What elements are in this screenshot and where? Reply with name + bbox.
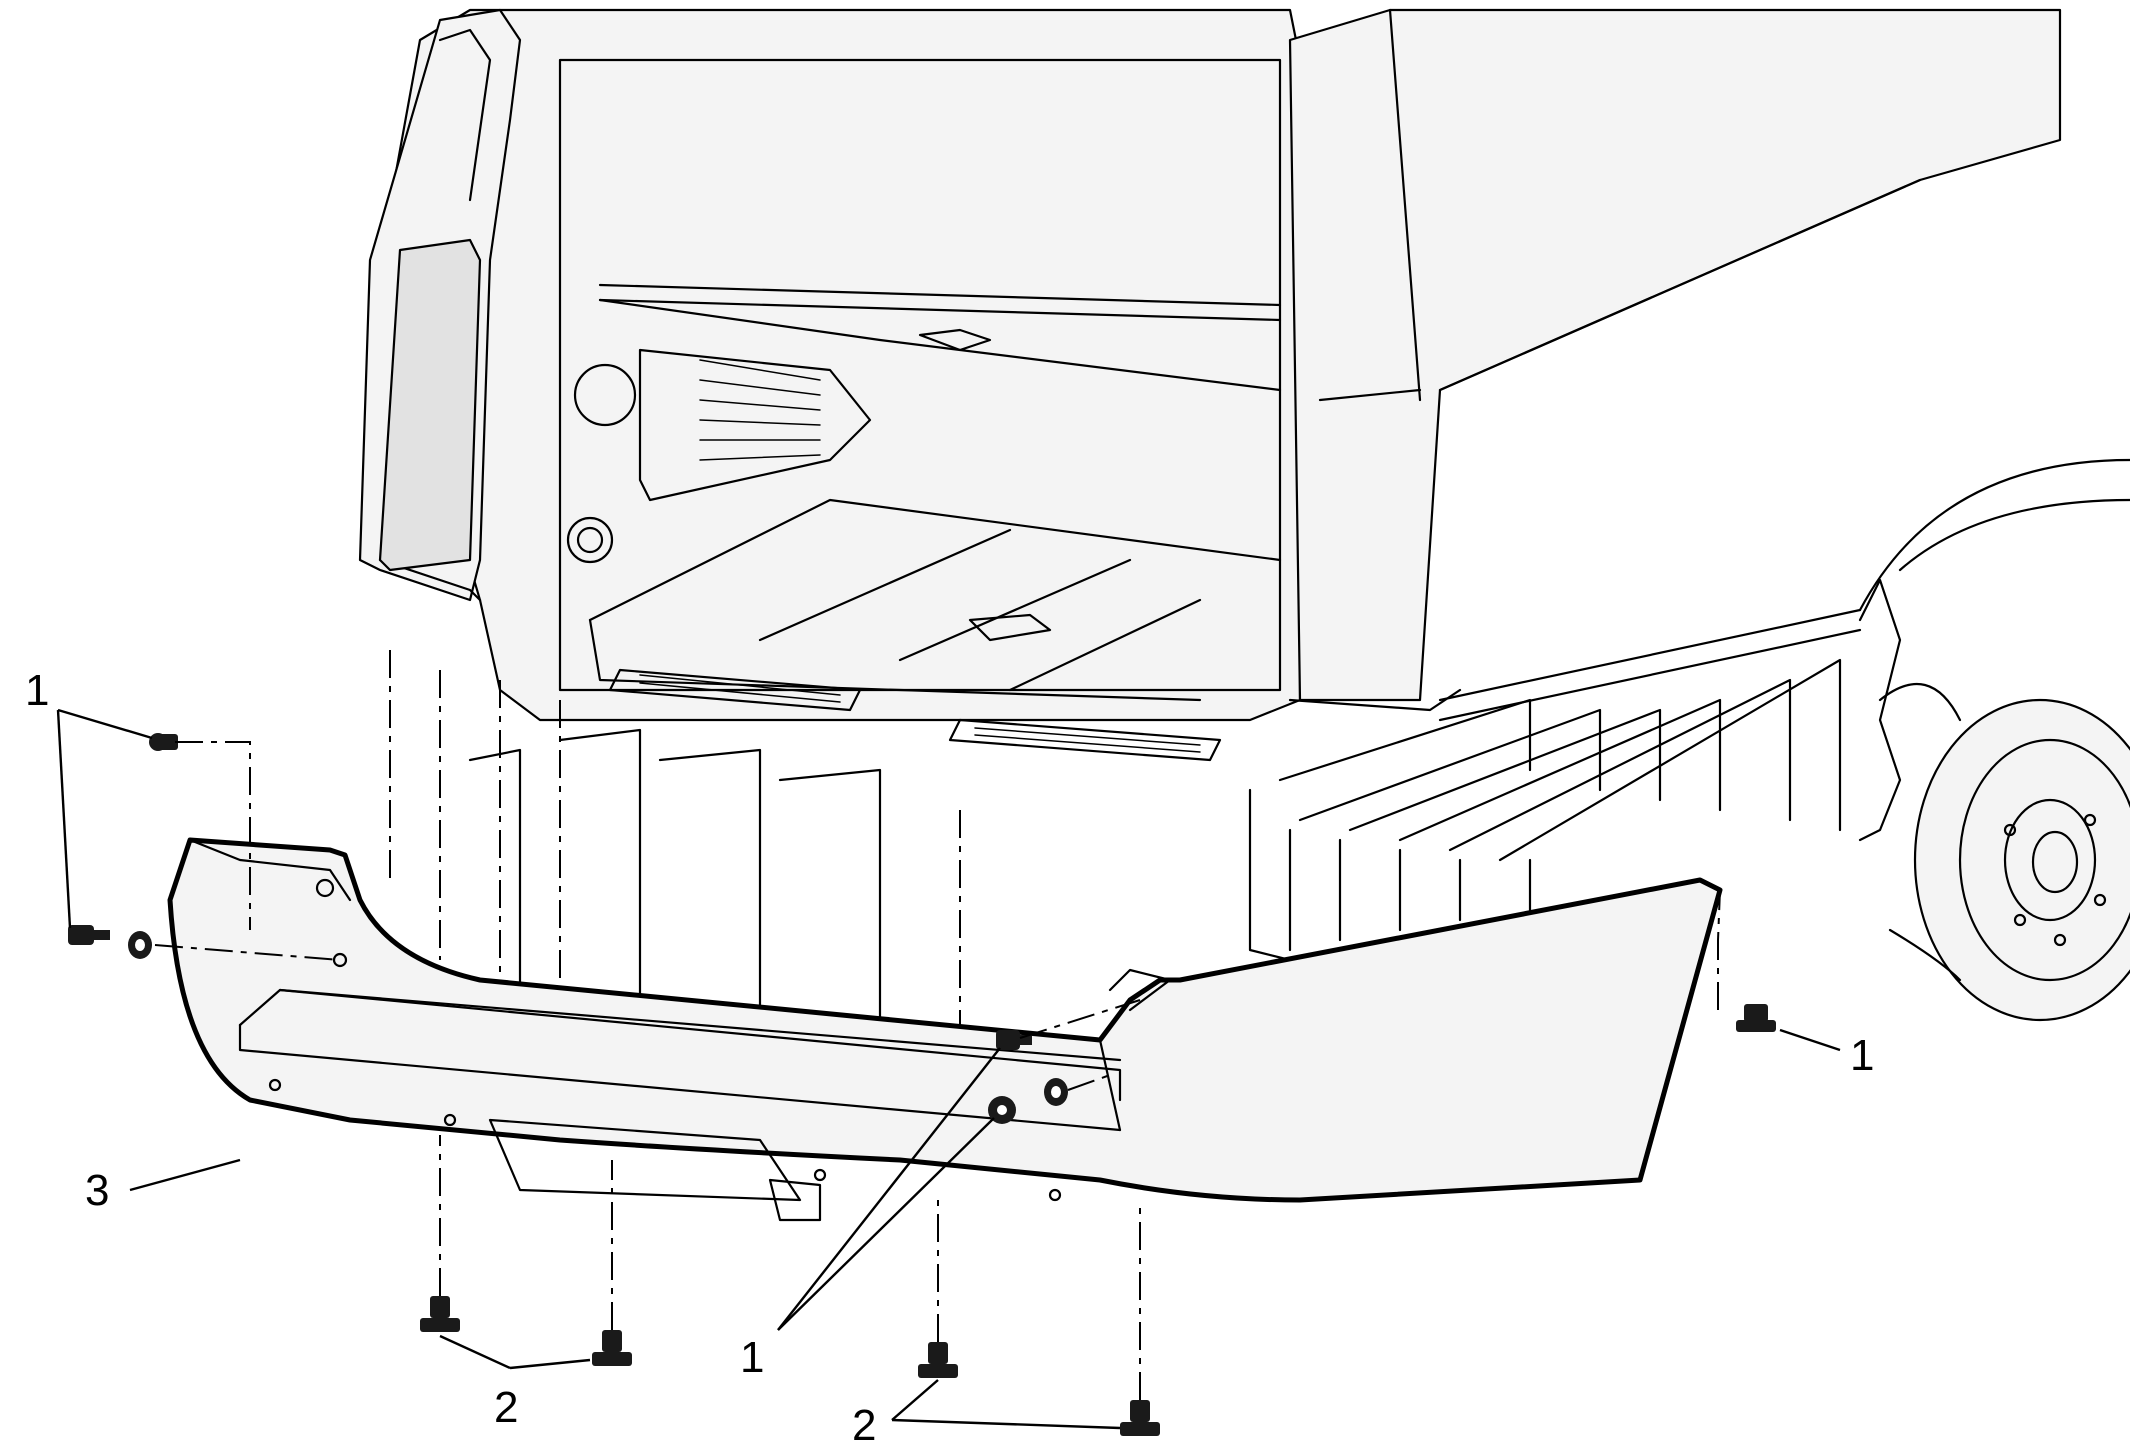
push-pin-fastener bbox=[1120, 1400, 1160, 1436]
push-pin-fastener bbox=[918, 1342, 958, 1378]
brake-rotor bbox=[1858, 578, 2130, 1022]
bolt-fastener bbox=[68, 925, 110, 945]
push-pin-fastener bbox=[420, 1296, 460, 1332]
tail-lamp-left bbox=[378, 238, 482, 572]
callout-2-right: 2 bbox=[852, 1401, 876, 1450]
callout-1-center: 1 bbox=[740, 1333, 764, 1382]
washer bbox=[1044, 1078, 1068, 1106]
push-pin-fastener bbox=[149, 733, 178, 751]
callout-1-right: 1 bbox=[1850, 1031, 1874, 1080]
vehicle-body bbox=[358, 8, 2130, 762]
callout-1-left: 1 bbox=[25, 666, 49, 715]
fasteners bbox=[68, 733, 1776, 1436]
callout-2-left: 2 bbox=[494, 1383, 518, 1432]
callout-3: 3 bbox=[85, 1166, 109, 1215]
callout-leaders bbox=[56, 708, 1841, 1430]
washer bbox=[128, 931, 152, 959]
bolt-fastener bbox=[988, 1096, 1016, 1124]
bolt-fastener bbox=[996, 1030, 1032, 1050]
push-pin-fastener bbox=[1736, 1004, 1776, 1032]
quarter-panel-right bbox=[1288, 8, 2062, 702]
push-pin-fastener bbox=[592, 1330, 632, 1366]
bumper-fascia bbox=[167, 837, 1723, 1222]
fastener-alignment-lines bbox=[154, 741, 1721, 1400]
callout-labels: 1 1 1 2 2 3 bbox=[25, 666, 1874, 1450]
bumper-brackets bbox=[389, 650, 1842, 1060]
cargo-area bbox=[558, 58, 1282, 692]
